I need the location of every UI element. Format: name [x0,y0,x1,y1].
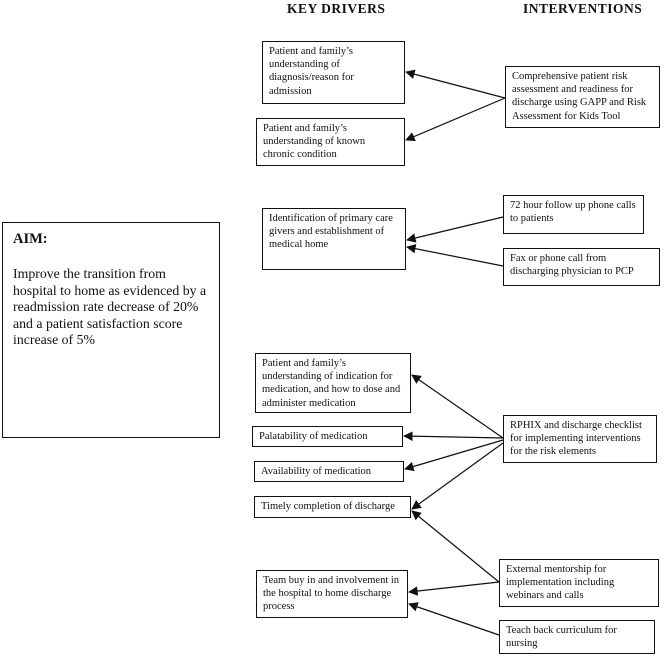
intervention-box-risk-assessment: Comprehensive patient risk assessment an… [505,66,660,128]
key-drivers-heading: KEY DRIVERS [287,1,386,16]
driver-box-medication-understanding: Patient and family’s understanding of in… [255,353,411,413]
arrow-risk-to-chronic [405,97,506,142]
aim-title: AIM: [13,231,48,247]
driver-box-availability: Availability of medication [254,461,404,482]
arrow-rphix-to-timely-discharge [411,442,504,510]
driver-box-chronic-condition: Patient and family’s understanding of kn… [256,118,405,166]
driver-box-palatability: Palatability of medication [252,426,403,447]
arrow-mentorship-to-timely-discharge [411,510,500,583]
driver-box-team-buy-in: Team buy in and involvement in the hospi… [256,570,408,618]
arrow-teachback-to-team [408,602,500,636]
arrow-mentorship-to-team [408,581,500,596]
intervention-box-follow-up-calls: 72 hour follow up phone calls to patient… [503,195,644,234]
arrow-rphix-to-availability [404,439,504,472]
driver-box-primary-care: Identification of primary care givers an… [262,208,406,270]
intervention-box-teach-back: Teach back curriculum for nursing [499,620,655,654]
aim-statement: Improve the transition from hospital to … [13,266,207,348]
arrow-calls-to-primary-care [406,216,504,243]
driver-box-timely-discharge: Timely completion of discharge [254,496,411,518]
driver-box-diagnosis-understanding: Patient and family’s understanding of di… [262,41,405,104]
arrow-fax-to-primary-care [406,243,504,267]
arrow-risk-to-diagnosis [405,69,506,99]
arrow-rphix-to-medication [411,374,504,439]
aim-box: AIM: Improve the transition from hospita… [2,222,220,438]
interventions-heading: INTERVENTIONS [523,1,643,16]
arrow-rphix-to-palatability [403,431,504,441]
intervention-box-external-mentorship: External mentorship for implementation i… [499,559,659,607]
intervention-box-rphix-checklist: RPHIX and discharge checklist for implem… [503,415,657,463]
intervention-box-fax-phone-pcp: Fax or phone call from discharging physi… [503,248,660,286]
